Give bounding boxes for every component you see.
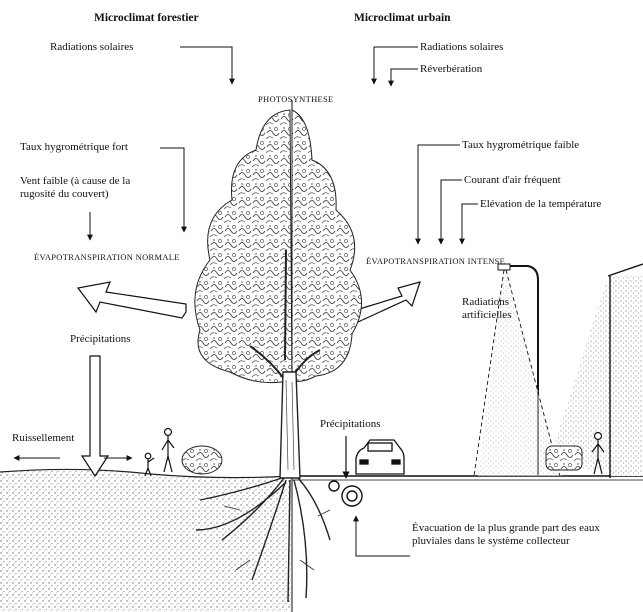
solar-arrow-left bbox=[180, 47, 232, 84]
airflow-arrow bbox=[441, 180, 462, 244]
evapo-arrow-right bbox=[356, 282, 420, 322]
hedge-icon bbox=[546, 446, 582, 470]
drainage-label: Évacuation de la plus grande part des ea… bbox=[412, 522, 632, 548]
left-precip-label: Précipitations bbox=[70, 333, 131, 346]
right-title: Microclimat urbain bbox=[354, 12, 451, 25]
humidity-arrow-right bbox=[418, 145, 460, 244]
airflow-label: Courant d'air fréquent bbox=[464, 174, 561, 187]
right-precip-label: Précipitations bbox=[320, 418, 381, 431]
reverb-label: Réverbération bbox=[420, 63, 482, 76]
solar-arrow-right bbox=[374, 47, 418, 84]
temperature-arrow bbox=[462, 204, 478, 244]
person-icon bbox=[145, 429, 174, 477]
temperature-label: Elévation de la température bbox=[480, 198, 601, 211]
car-icon bbox=[356, 440, 404, 474]
drain-pipe-icon bbox=[329, 481, 362, 506]
humidity-arrow-left bbox=[160, 148, 184, 232]
left-solar-label: Radiations solaires bbox=[50, 41, 133, 54]
runoff-label: Ruissellement bbox=[12, 432, 74, 445]
photosynthesis-label: PHOTOSYNTHESE bbox=[258, 93, 334, 106]
right-evapo-label: ÉVAPOTRANSPIRATION INTENSE bbox=[366, 255, 505, 268]
left-humidity-label: Taux hygrométrique fort bbox=[20, 141, 128, 154]
wind-label: Vent faible (à cause de la rugosité du c… bbox=[20, 175, 160, 201]
drainage-arrow bbox=[356, 516, 410, 556]
left-evapo-label: ÉVAPOTRANSPIRATION NORMALE bbox=[34, 251, 180, 264]
right-solar-label: Radiations solaires bbox=[420, 41, 503, 54]
right-humidity-label: Taux hygrométrique faible bbox=[462, 139, 579, 152]
soil-left bbox=[0, 469, 292, 612]
left-title: Microclimat forestier bbox=[94, 12, 199, 25]
artificial-label: Radiations artificielles bbox=[462, 296, 538, 322]
evapo-arrow-left bbox=[78, 282, 186, 318]
shrub-icon bbox=[182, 446, 222, 474]
reverb-arrow bbox=[391, 69, 418, 86]
